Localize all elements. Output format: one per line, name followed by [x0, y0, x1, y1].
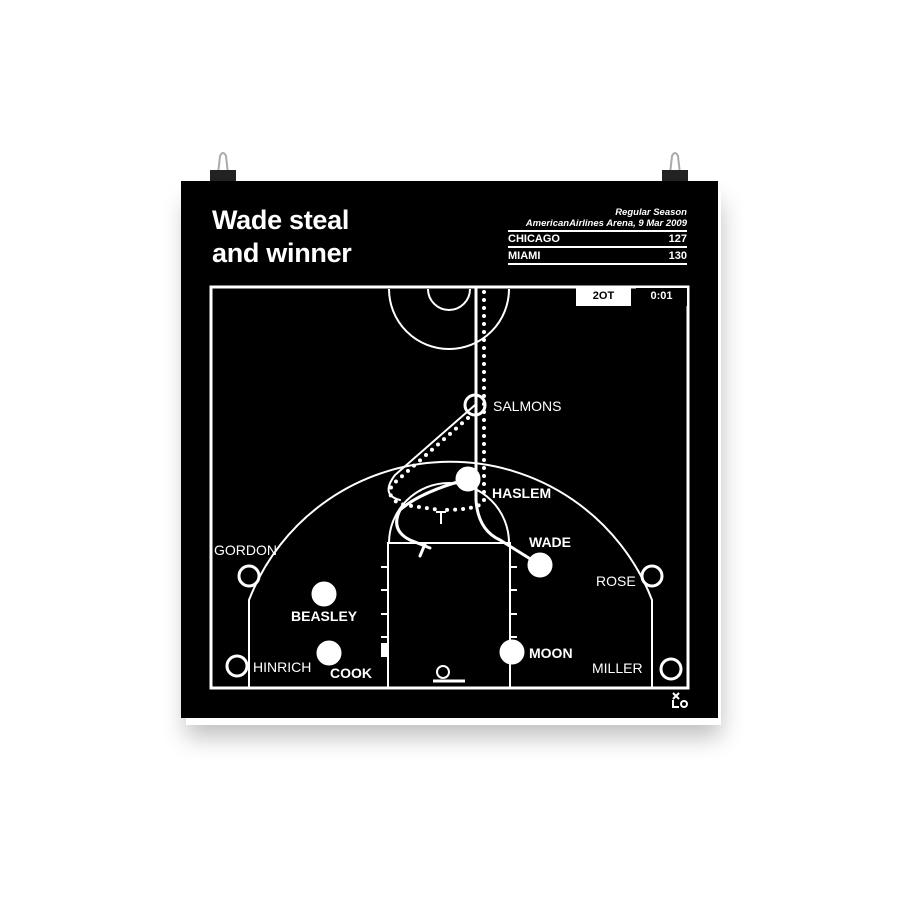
center-circle	[388, 288, 510, 350]
wade-path	[474, 287, 542, 567]
court-boundary	[209, 285, 690, 690]
player-gordon	[237, 564, 261, 588]
player-hinrich	[225, 654, 249, 678]
label-miller: MILLER	[592, 660, 643, 676]
player-wade	[527, 552, 553, 578]
screen-end	[418, 542, 427, 558]
player-moon	[499, 639, 525, 665]
title-line-2: and winner	[212, 238, 352, 268]
poster-title: Wade steal and winner	[212, 204, 352, 270]
player-haslem	[455, 466, 481, 492]
dribble-path	[388, 416, 470, 512]
venue-date: AmericanAirlines Arena, 9 Mar 2009	[525, 218, 687, 229]
logo-icon	[672, 692, 688, 708]
lane-block	[381, 643, 388, 657]
player-rose	[640, 564, 664, 588]
team-name: CHICAGO	[508, 232, 560, 245]
poster	[181, 181, 718, 718]
label-wade: WADE	[529, 534, 571, 550]
label-beasley: BEASLEY	[291, 608, 358, 624]
game-meta: Regular Season AmericanAirlines Arena, 9…	[508, 207, 687, 229]
scoreboard-divider	[508, 230, 687, 232]
clock-box	[636, 288, 687, 306]
player-miller	[659, 657, 683, 681]
label-cook: COOK	[330, 665, 372, 681]
score-row-chicago: CHICAGO 127	[508, 231, 687, 248]
score-row-miami: MIAMI 130	[508, 248, 687, 265]
center-inner-circle	[427, 288, 471, 311]
team-score: 130	[668, 249, 687, 262]
haslem-path	[395, 477, 470, 550]
three-point-line	[248, 460, 653, 688]
lane	[387, 542, 511, 689]
team-name: MIAMI	[508, 249, 541, 262]
label-salmons: SALMONS	[493, 398, 562, 414]
pass-end-marker	[436, 511, 446, 524]
game-type: Regular Season	[615, 207, 687, 218]
pass-path	[438, 290, 486, 512]
period-box	[576, 288, 631, 306]
salmons-cut-path	[387, 404, 476, 501]
team-score: 127	[668, 232, 687, 245]
period-label: 2OT	[592, 290, 615, 302]
player-cook	[316, 640, 342, 666]
label-haslem: HASLEM	[492, 485, 552, 501]
basket-icon	[436, 665, 450, 679]
lane-hash-marks	[381, 566, 517, 638]
free-throw-circle	[388, 482, 510, 544]
label-rose: ROSE	[596, 573, 636, 589]
label-gordon: GORDON	[214, 542, 277, 558]
label-hinrich: HINRICH	[253, 659, 312, 675]
player-beasley	[311, 581, 337, 607]
label-moon: MOON	[529, 645, 573, 661]
title-line-1: Wade steal	[212, 205, 350, 235]
player-salmons	[463, 393, 487, 417]
game-clock: 0:01	[650, 290, 673, 302]
